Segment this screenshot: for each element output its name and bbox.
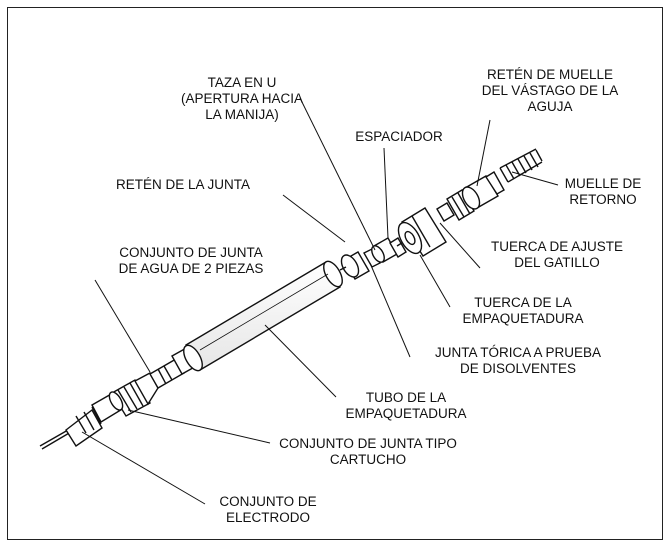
label-packing-nut: TUERCA DE LA EMPAQUETADURA [448, 295, 598, 327]
leader-lines [81, 97, 559, 505]
label-electrode: CONJUNTO DE ELECTRODO [208, 494, 328, 526]
packing-tube [183, 260, 343, 372]
label-u-cup-line3: LA MANIJA) [205, 107, 279, 122]
label-u-cup-line2: (APERTURA HACIA [180, 91, 304, 106]
label-packing-tube-line2: EMPAQUETADURA [345, 406, 467, 421]
label-o-ring-line1: JUNTA TÓRICA A PRUEBA [434, 345, 602, 360]
label-spacer: ESPACIADOR [340, 129, 458, 145]
label-u-cup-line1: TAZA EN U [207, 75, 277, 90]
label-return-spring-line2: RETORNO [569, 192, 637, 207]
label-packing-nut-line1: TUERCA DE LA [474, 295, 572, 310]
label-trigger-nut-line2: DEL GATILLO [514, 255, 600, 270]
label-water-seal-line2: DE AGUA DE 2 PIEZAS [118, 261, 264, 276]
seal-retainer-part [339, 251, 370, 280]
label-electrode-line1: CONJUNTO DE [219, 494, 317, 509]
label-water-seal: CONJUNTO DE JUNTA DE AGUA DE 2 PIEZAS [96, 245, 286, 277]
label-electrode-line2: ELECTRODO [225, 510, 310, 525]
diagram-frame [7, 7, 663, 540]
return-spring [499, 148, 543, 183]
label-cartridge-seal: CONJUNTO DE JUNTA TIPO CARTUCHO [270, 436, 466, 468]
label-seal-retainer: RETÉN DE LA JUNTA [98, 177, 268, 193]
trigger-nut-part [436, 189, 475, 222]
label-spacer-line1: ESPACIADOR [355, 129, 443, 144]
label-return-spring: MUELLE DE RETORNO [553, 176, 653, 208]
label-trigger-nut: TUERCA DE AJUSTE DEL GATILLO [477, 239, 637, 271]
label-u-cup: TAZA EN U (APERTURA HACIA LA MANIJA) [160, 75, 324, 123]
label-spring-retainer-line1: RETÉN DE MUELLE [486, 67, 614, 82]
label-packing-nut-line2: EMPAQUETADURA [462, 311, 584, 326]
label-packing-tube: TUBO DE LA EMPAQUETADURA [338, 390, 474, 422]
label-spring-retainer-line2: DEL VÁSTAGO DE LA [481, 83, 619, 98]
label-seal-retainer-line1: RETÉN DE LA JUNTA [115, 177, 251, 192]
label-o-ring: JUNTA TÓRICA A PRUEBA DE DISOLVENTES [420, 345, 616, 377]
label-trigger-nut-line1: TUERCA DE AJUSTE [490, 239, 624, 254]
label-spring-retainer-line3: AGUJA [527, 99, 573, 114]
label-cartridge-seal-line1: CONJUNTO DE JUNTA TIPO [279, 436, 457, 451]
label-spring-retainer: RETÉN DE MUELLE DEL VÁSTAGO DE LA AGUJA [455, 67, 645, 115]
spring-retainer-part [461, 171, 505, 210]
label-cartridge-seal-line2: CARTUCHO [329, 452, 407, 467]
label-return-spring-line1: MUELLE DE [564, 176, 642, 191]
packing-nut-part [397, 207, 447, 257]
label-packing-tube-line1: TUBO DE LA [365, 390, 447, 405]
label-o-ring-line2: DE DISOLVENTES [459, 361, 577, 376]
u-cup-spacer [363, 237, 407, 268]
cartridge-seal [108, 372, 159, 417]
label-water-seal-line1: CONJUNTO DE JUNTA [119, 245, 263, 260]
